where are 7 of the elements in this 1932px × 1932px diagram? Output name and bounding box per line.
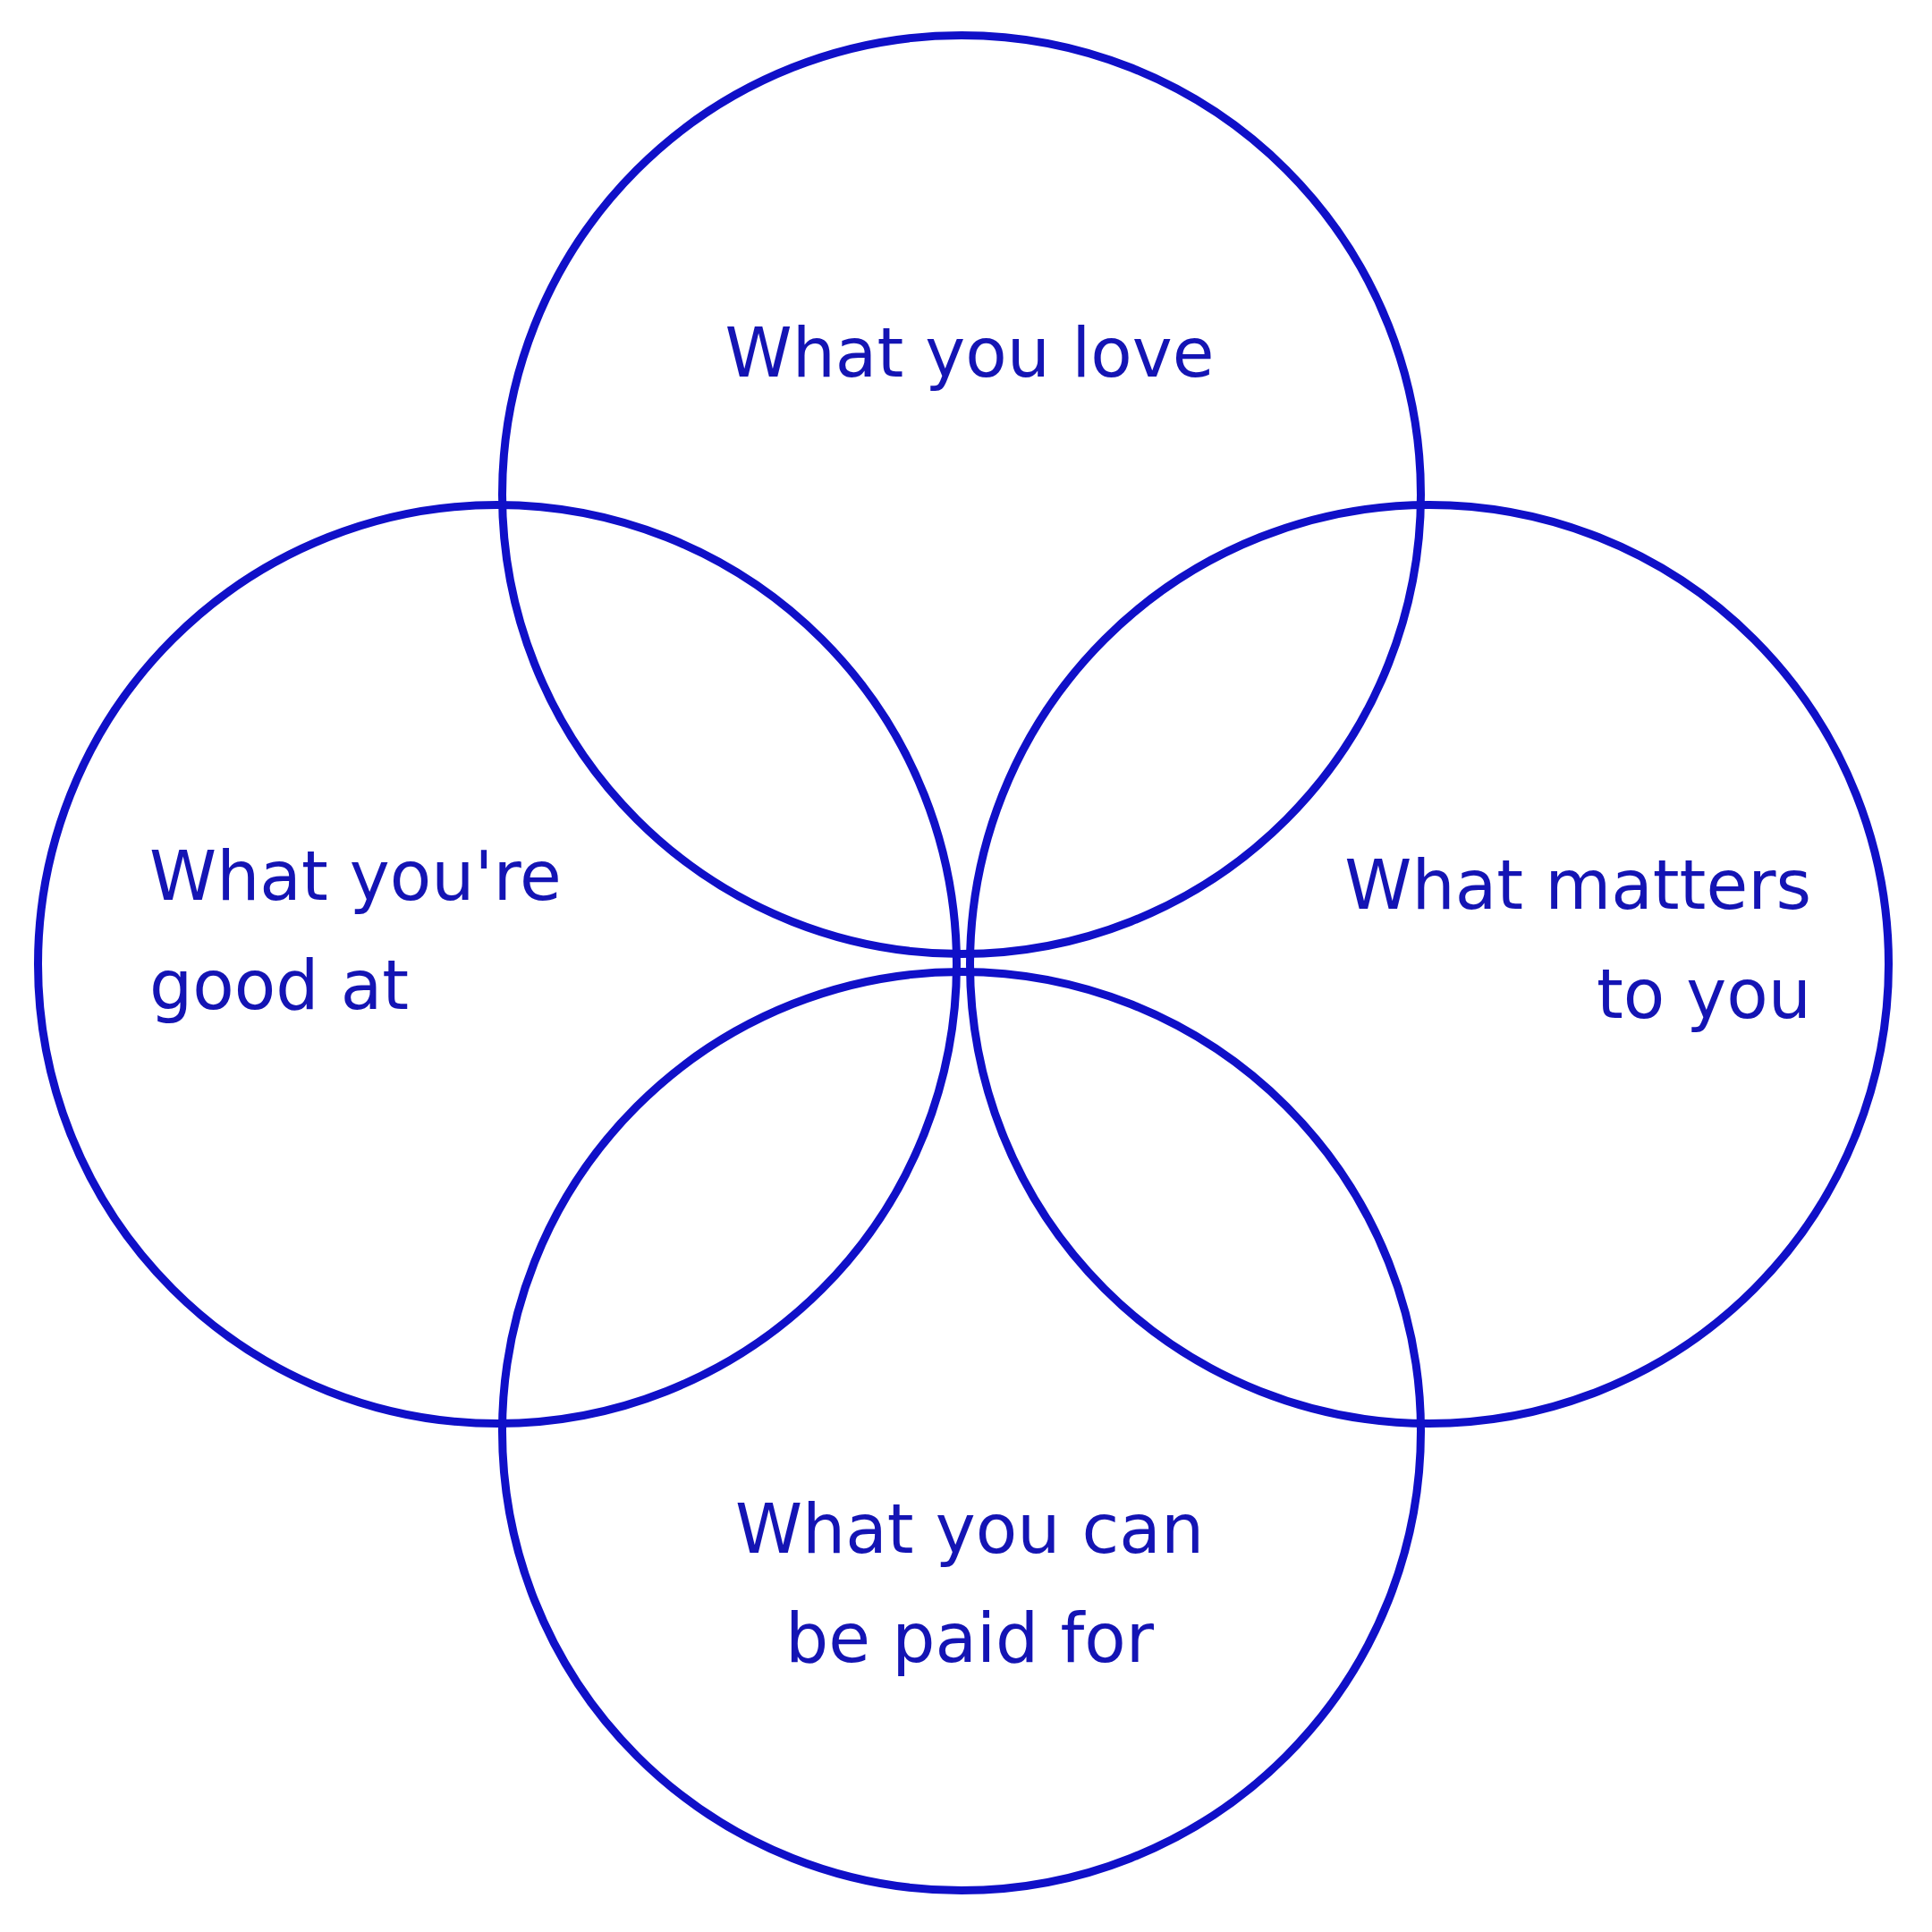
- circle-label: What matters to you: [1343, 844, 1811, 1036]
- circle-label: What you can be paid for: [733, 1488, 1206, 1680]
- venn-circle: [34, 501, 961, 1428]
- venn-circle: [966, 501, 1893, 1428]
- circle-label: What you love: [724, 312, 1216, 394]
- circle-label: What you're good at: [149, 835, 563, 1027]
- venn-circle: [498, 968, 1425, 1894]
